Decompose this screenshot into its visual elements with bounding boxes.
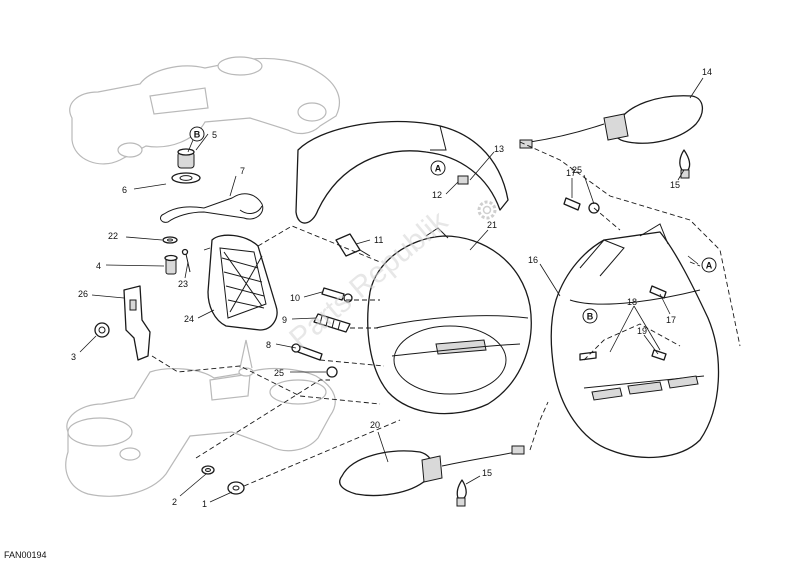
callout-4: 4 xyxy=(96,261,101,271)
callout-23: 23 xyxy=(178,279,188,289)
callout-10: 10 xyxy=(290,293,300,303)
callout-5: 5 xyxy=(212,130,217,140)
screw-19-left xyxy=(579,351,597,361)
callout-3: 3 xyxy=(71,352,76,362)
svg-text:B: B xyxy=(587,312,594,322)
leader-lines xyxy=(79,77,704,503)
adjuster-9 xyxy=(313,313,351,333)
svg-text:B: B xyxy=(194,130,201,140)
nut-3 xyxy=(94,322,110,338)
callout-17-top: 17 xyxy=(566,168,576,178)
callout-21: 21 xyxy=(487,220,497,230)
screw-17-top xyxy=(563,197,581,211)
lower-steering-yoke xyxy=(65,339,336,497)
callout-25-top: 25 xyxy=(572,165,582,175)
callout-2: 2 xyxy=(172,497,177,507)
fairing-frame xyxy=(550,223,720,458)
nut-25-lower xyxy=(326,366,338,378)
screw-17-right xyxy=(649,285,667,299)
callout-7: 7 xyxy=(240,166,245,176)
svg-text:A: A xyxy=(435,164,442,174)
callout-20: 20 xyxy=(370,420,380,430)
callout-11: 11 xyxy=(374,235,383,245)
clip-12 xyxy=(457,175,469,185)
assembly-lines xyxy=(151,141,741,487)
ref-mark-b-top: B xyxy=(189,126,205,142)
svg-text:A: A xyxy=(706,261,713,271)
callout-15-upper: 15 xyxy=(670,180,680,190)
turn-signal-lower xyxy=(339,445,525,497)
figure-code: FAN00194 xyxy=(4,550,47,560)
washer xyxy=(162,236,178,244)
callout-15-lower: 15 xyxy=(482,468,492,478)
upper-steering-yoke xyxy=(69,56,340,165)
callout-24: 24 xyxy=(184,314,194,324)
grommet-2 xyxy=(201,465,215,475)
rubber-grommet xyxy=(171,148,201,184)
callout-26: 26 xyxy=(78,289,88,299)
screw-19-right xyxy=(651,349,667,361)
mounting-bracket-26 xyxy=(123,285,151,361)
bulb-holder-11 xyxy=(335,233,371,257)
callout-6: 6 xyxy=(122,185,127,195)
callout-13: 13 xyxy=(494,144,504,154)
callout-22: 22 xyxy=(108,231,118,241)
small-screw-23 xyxy=(181,248,191,273)
callout-1: 1 xyxy=(202,499,207,509)
callout-19: 19 xyxy=(637,326,647,336)
bolt-4 xyxy=(164,254,178,275)
callout-14: 14 xyxy=(702,67,712,77)
spacer-1 xyxy=(227,481,245,495)
bulb-15-upper xyxy=(679,149,691,179)
headlight-bracket-wire xyxy=(160,193,264,223)
callout-18: 18 xyxy=(627,297,637,307)
gear-icon xyxy=(477,200,497,220)
air-intake-duct xyxy=(207,234,278,331)
bulb-15-lower xyxy=(456,479,467,507)
callout-8: 8 xyxy=(266,340,271,350)
callout-25-lower: 25 xyxy=(274,368,284,378)
callout-9: 9 xyxy=(282,315,287,325)
ref-mark-a-right: A xyxy=(701,257,717,273)
headlight-shroud xyxy=(295,120,509,224)
ref-mark-b-right: B xyxy=(582,308,598,324)
ref-mark-a-left: A xyxy=(430,160,446,176)
callout-17-right: 17 xyxy=(666,315,676,325)
callout-16: 16 xyxy=(528,255,538,265)
callout-12: 12 xyxy=(432,190,442,200)
headlight-unit xyxy=(367,227,532,415)
turn-signal-upper xyxy=(519,95,703,149)
callout-labels: 1 2 3 4 5 6 7 8 9 10 11 12 13 14 15 15 1… xyxy=(71,67,712,509)
